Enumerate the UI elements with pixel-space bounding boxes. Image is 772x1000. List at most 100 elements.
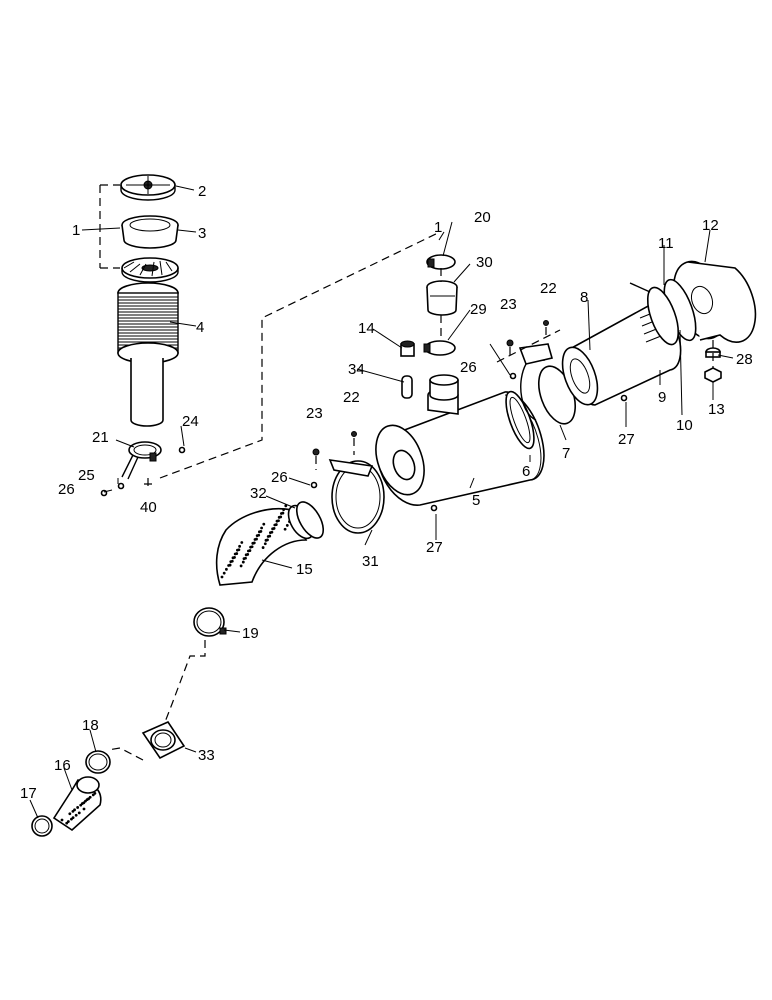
callout-c26c: 26 [460, 359, 477, 376]
callout-c21: 21 [92, 429, 109, 446]
clamp-20 [426, 254, 456, 270]
leader-line [447, 309, 471, 341]
leader-lines [29, 185, 734, 819]
valve-14 [400, 340, 415, 357]
leader-line [89, 729, 97, 753]
connection-dashed-line [159, 231, 441, 479]
callout-c26a: 26 [58, 481, 75, 498]
leader-line [704, 229, 711, 263]
callout-c5: 5 [472, 492, 480, 509]
callout-c22a: 22 [343, 389, 360, 406]
leader-line [372, 328, 403, 349]
callout-c19: 19 [242, 625, 259, 642]
callout-c27a: 27 [426, 539, 443, 556]
leader-line [29, 799, 39, 819]
clamp-32 [295, 501, 325, 539]
callout-c27b: 27 [618, 431, 635, 448]
centerline-bolts [315, 327, 561, 470]
clamp-21 [121, 441, 162, 480]
callout-c16: 16 [54, 757, 71, 774]
small-hardware [100, 446, 186, 497]
bolts [310, 320, 628, 512]
callout-c26b: 26 [271, 469, 288, 486]
seal-ring-6 [505, 390, 535, 450]
callout-c40: 40 [140, 499, 157, 516]
clamp-17 [31, 815, 53, 837]
callout-c4: 4 [196, 319, 204, 336]
callout-labels: 1234567891011121314151617181920212222232… [20, 183, 753, 802]
leader-line [587, 299, 591, 351]
callout-c20: 20 [474, 209, 491, 226]
leader-line [180, 425, 185, 447]
callout-c34: 34 [348, 361, 365, 378]
callout-c1b: 1 [434, 219, 442, 236]
intake-tube [130, 358, 164, 427]
callout-c23a: 23 [306, 405, 323, 422]
callout-c28: 28 [736, 351, 753, 368]
callout-c31: 31 [362, 553, 379, 570]
precleaner-bowl [121, 215, 179, 249]
clamp-19 [193, 607, 227, 637]
callout-c17: 17 [20, 785, 37, 802]
connection-dashed-line [107, 747, 144, 761]
callout-c14: 14 [358, 320, 375, 337]
pin-34 [401, 375, 413, 399]
leader-line [63, 767, 73, 791]
leader-line [364, 529, 373, 546]
leader-line [559, 424, 567, 441]
callout-c3: 3 [198, 225, 206, 242]
leader-line [103, 489, 113, 493]
pleated-prefilter-element [117, 282, 179, 364]
leader-line [442, 221, 453, 257]
leader-line [223, 629, 241, 633]
adapter-33 [141, 720, 186, 760]
primary-filter-element-8 [561, 304, 682, 406]
leader-line [265, 495, 296, 509]
leader-line [115, 439, 135, 448]
leader-line [717, 354, 734, 359]
hose-16 [52, 776, 102, 832]
leader-line [261, 559, 293, 569]
callout-c24: 24 [182, 413, 199, 430]
leader-line [288, 477, 311, 486]
centerline-40 [144, 478, 152, 490]
sleeve-30 [426, 280, 458, 316]
callout-c13: 13 [708, 401, 725, 418]
precleaner-cap [120, 174, 176, 201]
callout-c23b: 23 [500, 296, 517, 313]
callout-c7: 7 [562, 445, 570, 462]
leader-line [469, 477, 475, 489]
callout-c18: 18 [82, 717, 99, 734]
clamp-ring-11 [629, 282, 680, 346]
callout-c33: 33 [198, 747, 215, 764]
callout-c9: 9 [658, 389, 666, 406]
mounting-band-upper [518, 343, 554, 421]
callout-c2: 2 [198, 183, 206, 200]
callout-c8: 8 [580, 289, 588, 306]
connection-dashed-line [157, 640, 206, 741]
leader-line [184, 747, 197, 753]
callout-c10: 10 [676, 417, 693, 434]
callout-c1: 1 [72, 222, 80, 239]
clamp-18 [85, 750, 111, 774]
leader-line [453, 263, 471, 283]
leader-line [356, 368, 405, 383]
callout-c29: 29 [470, 301, 487, 318]
air-cleaner-housing [375, 374, 545, 506]
leader-line [679, 329, 683, 416]
leader-line [177, 229, 197, 233]
callout-c22b: 22 [540, 280, 557, 297]
leader-line [489, 343, 511, 376]
mounting-band-31 [328, 459, 385, 534]
callout-c6: 6 [522, 463, 530, 480]
callout-c12: 12 [702, 217, 719, 234]
callout-c11: 11 [658, 235, 674, 252]
leader-line [169, 321, 197, 327]
clamp-29 [423, 340, 456, 356]
callout-c15: 15 [296, 561, 313, 578]
callout-c30: 30 [476, 254, 493, 271]
precleaner-vane-ring [121, 257, 179, 283]
leader-line [81, 227, 121, 231]
leader-line [175, 185, 195, 191]
